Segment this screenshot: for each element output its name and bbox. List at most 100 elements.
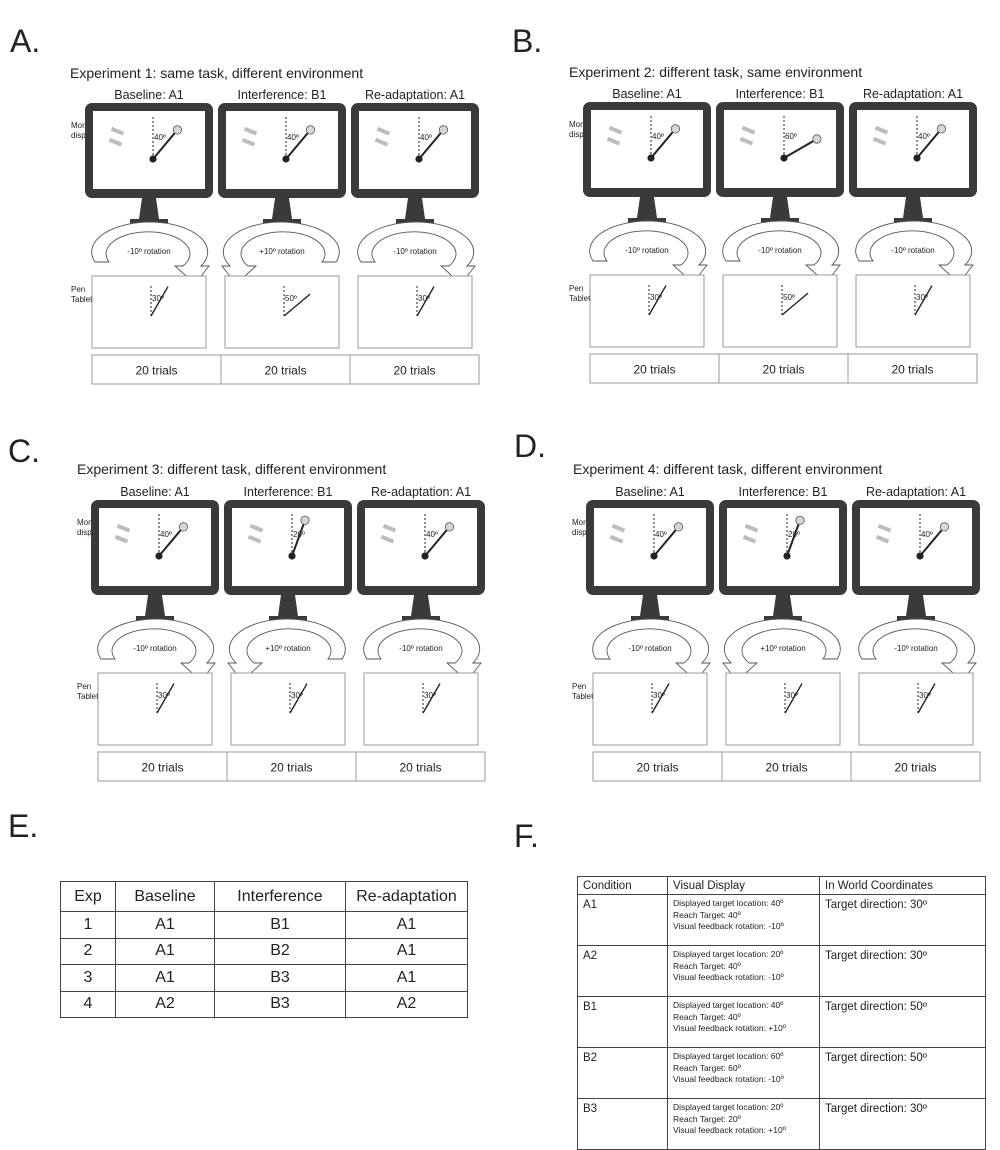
trials-label: 20 trials xyxy=(633,363,675,377)
cell-readaptation: A1 xyxy=(345,911,468,939)
pen-tablet-label: Tablet xyxy=(77,692,99,701)
monitor-neck xyxy=(903,197,923,218)
display-angle-label: 40º xyxy=(160,530,172,539)
table-row: 3 A1 B3 A1 xyxy=(60,964,468,992)
hand-mark-icon xyxy=(249,523,264,533)
pen-tablet-label: Pen xyxy=(77,682,91,691)
trials-cell xyxy=(355,751,486,782)
monitor-neck xyxy=(145,595,165,616)
tablet-angle-label: 50º xyxy=(783,293,795,302)
start-point-dot xyxy=(650,552,658,560)
rotation-arrow-icon xyxy=(357,221,476,285)
trials-cell xyxy=(589,353,720,384)
cell-readaptation: A2 xyxy=(345,990,468,1018)
reach-target-text: Reach Target: 60º xyxy=(673,1062,741,1073)
tablet-box xyxy=(357,275,473,349)
monitor-display-label: display xyxy=(572,528,597,537)
tablet-box xyxy=(589,274,705,348)
reach-target-text: Reach Target: 20º xyxy=(673,1113,741,1124)
rotation-label: -10º rotation xyxy=(628,644,671,653)
cursor-path-line xyxy=(650,128,677,159)
experiment-panel: C.Experiment 3: different task, differen… xyxy=(8,433,486,782)
hand-mark-icon xyxy=(872,136,887,146)
table-row: A1 Displayed target location: 40º Reach … xyxy=(577,894,986,946)
feedback-rotation-text: Visual feedback rotation: +10º xyxy=(673,1125,786,1135)
cursor-path-line xyxy=(783,138,818,159)
start-point-dot xyxy=(421,552,429,560)
monitor-screen xyxy=(727,508,839,586)
hand-mark-icon xyxy=(374,137,389,147)
hand-mark-icon xyxy=(874,125,889,135)
condition-label: Re-adaptation: A1 xyxy=(365,88,465,102)
cell-interference: B2 xyxy=(214,937,346,965)
panel-label: D. xyxy=(514,428,546,464)
tablet-angle-label: 30º xyxy=(786,691,798,700)
header-condition: Condition xyxy=(577,876,668,895)
trials-label: 20 trials xyxy=(891,363,933,377)
condition-label: Interference: B1 xyxy=(736,87,825,101)
hand-mark-icon xyxy=(376,126,391,136)
feedback-rotation-text: Visual feedback rotation: +10º xyxy=(673,1023,786,1033)
table-header-row: Exp Baseline Interference Re-adaptation xyxy=(60,881,468,912)
displayed-target-text: Displayed target location: 20º xyxy=(673,1102,784,1112)
trials-cell xyxy=(97,751,228,782)
cell-baseline: A1 xyxy=(115,937,215,965)
rotation-arrow-icon xyxy=(722,220,841,284)
feedback-rotation-text: Visual feedback rotation: -10º xyxy=(673,1074,784,1084)
header-readaptation: Re-adaptation xyxy=(345,881,468,912)
trials-label: 20 trials xyxy=(636,761,678,775)
trials-label: 20 trials xyxy=(393,364,435,378)
hand-path-line xyxy=(781,292,809,316)
monitor-screen xyxy=(365,508,477,586)
header-visual-display: Visual Display xyxy=(667,876,820,895)
hand-path-line xyxy=(422,683,441,714)
tablet-box xyxy=(855,274,971,348)
pen-tablet-label: Pen xyxy=(572,682,586,691)
rotation-label: +10º rotation xyxy=(760,644,805,653)
condition-label: Interference: B1 xyxy=(238,88,327,102)
tablet-box xyxy=(230,672,346,746)
tablet-angle-label: 30º xyxy=(152,294,164,303)
displayed-target-text: Displayed target location: 60º xyxy=(673,1051,784,1061)
hand-path-line xyxy=(651,683,670,714)
monitor-screen xyxy=(857,110,969,188)
target-circle xyxy=(936,124,947,134)
rotation-label: -10º rotation xyxy=(133,644,176,653)
cell-condition: A2 xyxy=(577,945,668,997)
display-angle-label: 40º xyxy=(420,133,432,142)
target-circle xyxy=(438,125,449,135)
cell-baseline: A2 xyxy=(115,990,215,1018)
monitor-display-label: display xyxy=(71,131,96,140)
hand-path-line xyxy=(784,683,803,714)
cell-interference: B1 xyxy=(214,911,346,939)
table-row: B3 Displayed target location: 20º Reach … xyxy=(577,1098,986,1150)
header-world-coordinates: In World Coordinates xyxy=(819,876,986,895)
monitor-neck xyxy=(139,198,159,219)
condition-label: Baseline: A1 xyxy=(612,87,682,101)
start-point-dot xyxy=(415,155,423,163)
rotation-label: -10º rotation xyxy=(625,246,668,255)
hand-mark-icon xyxy=(116,523,131,533)
monitor-neck xyxy=(773,595,793,616)
cell-condition: B3 xyxy=(577,1098,668,1150)
cursor-path-line xyxy=(919,526,946,557)
hand-mark-icon xyxy=(606,136,621,146)
monitor-neck xyxy=(640,595,660,616)
rotation-arrow-icon xyxy=(227,618,346,682)
reach-target-text: Reach Target: 40º xyxy=(673,960,741,971)
experiment-title: Experiment 4: different task, different … xyxy=(573,461,882,477)
hand-mark-icon xyxy=(108,137,123,147)
monitor-screen xyxy=(724,110,836,188)
hand-mark-icon xyxy=(114,534,129,544)
start-point-dot xyxy=(155,552,163,560)
trials-cell xyxy=(220,354,351,385)
table-header-row: Condition Visual Display In World Coordi… xyxy=(577,876,986,895)
tablet-box xyxy=(363,672,479,746)
hand-mark-icon xyxy=(609,534,624,544)
monitor-neck xyxy=(906,595,926,616)
